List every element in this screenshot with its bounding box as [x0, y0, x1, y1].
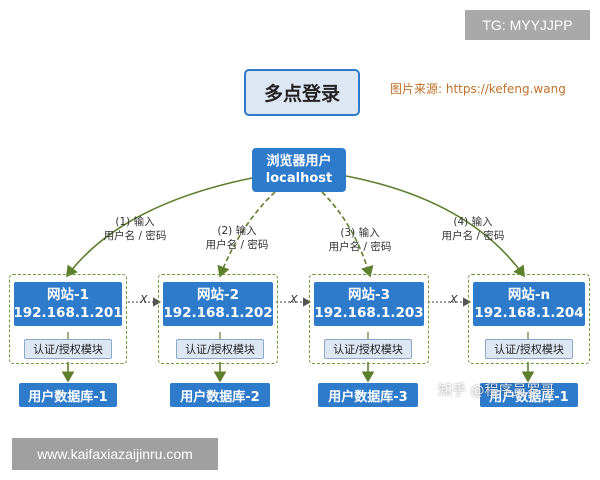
site-container-2 — [158, 274, 278, 364]
image-source-note: 图片来源: https://kefeng.wang — [390, 82, 566, 96]
site-ip: 192.168.1.204 — [474, 305, 584, 321]
zhihu-watermark: 知乎 @程序员罗哥 — [438, 383, 555, 399]
arrow-browser-site-3 — [321, 191, 374, 278]
site-node-1: 网站-1 192.168.1.201 — [13, 282, 123, 326]
step-label-2: (2) 输入 用户名 / 密码 — [205, 225, 269, 251]
step-label-4: (4) 输入 用户名 / 密码 — [441, 216, 505, 242]
site-name: 网站-2 — [197, 287, 239, 303]
site-name: 网站-n — [507, 287, 551, 303]
step-label-3: (3) 输入 用户名 / 密码 — [328, 227, 392, 253]
separator-x-2: X — [290, 293, 298, 306]
separator-x-1: X — [140, 293, 148, 306]
arrow-browser-site-n — [345, 175, 525, 278]
auth-module-1: 认证/授权模块 — [24, 339, 112, 359]
site-ip: 192.168.1.203 — [314, 305, 424, 321]
site-node-3: 网站-3 192.168.1.203 — [314, 282, 424, 326]
user-db-1: 用户数据库-1 — [19, 383, 117, 407]
auth-module-n: 认证/授权模块 — [485, 339, 573, 359]
site-ip: 192.168.1.202 — [163, 305, 273, 321]
site-container-n — [468, 274, 590, 364]
user-db-n: 用户数据库-1 — [480, 383, 578, 407]
site-container-1 — [9, 274, 127, 364]
site-name: 网站-1 — [47, 287, 89, 303]
browser-user-label: 浏览器用户 — [266, 154, 332, 169]
browser-host-label: localhost — [265, 171, 333, 186]
user-db-2: 用户数据库-2 — [170, 383, 270, 407]
auth-module-3: 认证/授权模块 — [324, 339, 412, 359]
step-label-1: (1) 输入 用户名 / 密码 — [103, 216, 167, 242]
browser-user-node: 浏览器用户 localhost — [252, 148, 346, 192]
user-db-3: 用户数据库-3 — [318, 383, 418, 407]
auth-module-2: 认证/授权模块 — [176, 339, 264, 359]
url-watermark: www.kaifaxiazaijinru.com — [12, 438, 218, 470]
site-node-2: 网站-2 192.168.1.202 — [163, 282, 273, 326]
separator-x-3: X — [450, 293, 458, 306]
site-container-3 — [309, 274, 429, 364]
site-name: 网站-3 — [348, 287, 390, 303]
site-ip: 192.168.1.201 — [13, 305, 123, 321]
telegram-watermark: TG: MYYJJPP — [465, 10, 590, 40]
site-node-n: 网站-n 192.168.1.204 — [473, 282, 585, 326]
arrow-browser-site-2 — [217, 191, 276, 278]
diagram-title: 多点登录 — [244, 69, 360, 116]
arrow-browser-site-1 — [66, 177, 253, 278]
